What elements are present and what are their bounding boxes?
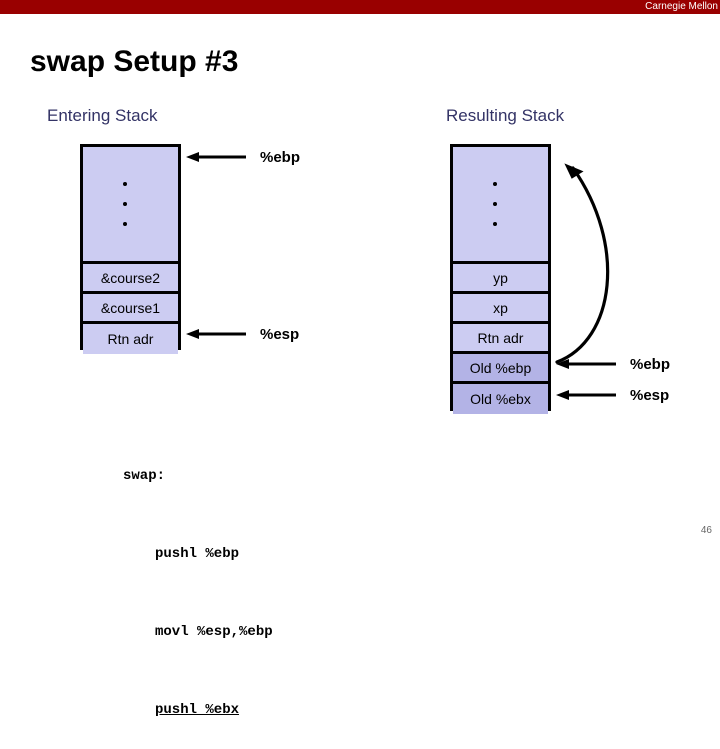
ellipsis-dot — [122, 182, 127, 186]
left-arrow-icon — [556, 390, 616, 400]
page-number: 46 — [700, 525, 712, 536]
pointer-esp-resulting: %esp — [556, 386, 669, 404]
pointer-label: %ebp — [260, 148, 301, 166]
code-line-current: pushl %ebx — [155, 702, 240, 718]
pointer-ebp-resulting: %ebp — [556, 355, 670, 373]
brand-label: Carnegie Mellon — [645, 1, 718, 12]
ellipsis-dot — [122, 222, 127, 226]
left-arrow-icon — [186, 329, 246, 339]
ellipsis-dot — [492, 182, 497, 186]
code-line: movl %esp,%ebp — [155, 624, 273, 640]
stack-cell-ellipsis — [83, 147, 178, 264]
page-title: swap Setup #3 — [30, 45, 239, 78]
entering-stack-heading: Entering Stack — [47, 106, 158, 125]
pointer-label: %esp — [260, 325, 300, 343]
stack-cell-old-ebp: Old %ebp — [453, 354, 548, 384]
resulting-stack-heading: Resulting Stack — [446, 106, 565, 125]
header-bar — [0, 0, 720, 14]
pointer-label: %esp — [630, 386, 670, 404]
code-line: pushl %ebp — [155, 546, 240, 562]
resulting-stack-diagram: yp xp Rtn adr Old %ebp Old %ebx — [450, 144, 551, 414]
stack-cell: &course1 — [83, 294, 178, 324]
ellipsis-dot — [492, 222, 497, 226]
stack-cell: yp — [453, 264, 548, 294]
stack-cell: Rtn adr — [453, 324, 548, 354]
entering-stack-diagram: &course2 &course1 Rtn adr — [80, 144, 181, 354]
pointer-label: %ebp — [630, 355, 671, 373]
pointer-ebp-entering: %ebp — [186, 148, 300, 166]
code-line: swap: — [123, 468, 166, 484]
ellipsis-dot — [492, 202, 497, 206]
left-arrow-icon — [186, 152, 246, 162]
ellipsis-dot — [122, 202, 127, 206]
stack-cell: xp — [453, 294, 548, 324]
frame-pointer-chain-arrow-icon — [555, 163, 610, 364]
assembly-code-block: swap: pushl %ebp movl %esp,%ebp pushl %e… — [123, 411, 273, 749]
stack-cell-ellipsis — [453, 147, 548, 264]
stack-cell-old-ebx: Old %ebx — [453, 384, 548, 414]
pointer-esp-entering: %esp — [186, 325, 299, 343]
stack-cell: Rtn adr — [83, 324, 178, 354]
stack-cell: &course2 — [83, 264, 178, 294]
left-arrow-icon — [556, 359, 616, 369]
